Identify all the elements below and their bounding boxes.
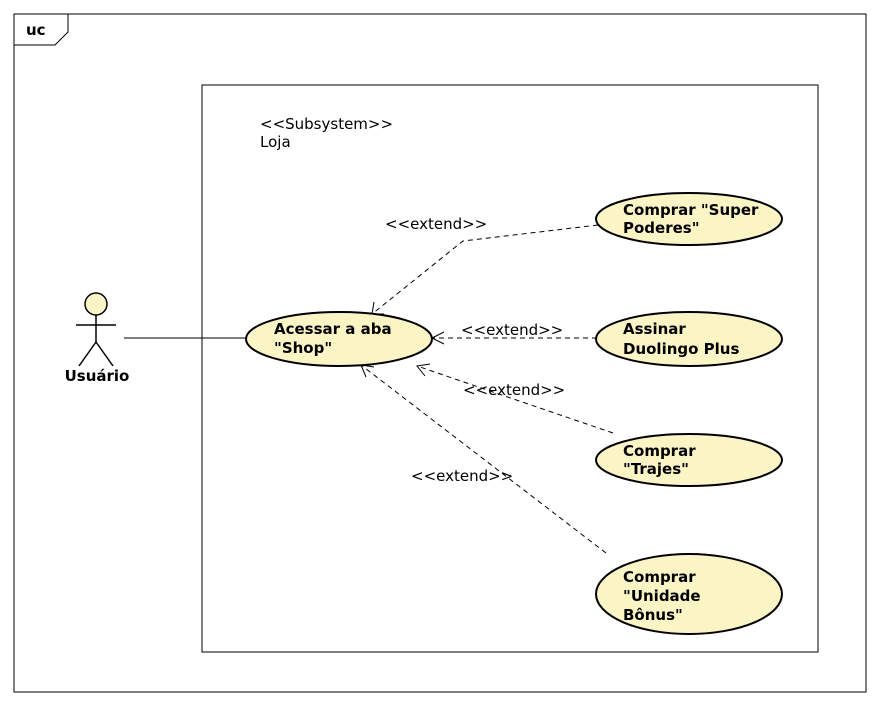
- use-case-ellipse: [595, 311, 783, 367]
- use-case-ellipse: [595, 192, 783, 246]
- extend-line-bonus: [360, 364, 607, 554]
- use-case-label: "Trajes": [623, 460, 689, 478]
- extend-label-3: <<extend>>: [463, 381, 565, 399]
- extend-relation-super: <<extend>>: [371, 215, 599, 315]
- use-case-ellipse: [595, 553, 783, 635]
- extend-arrowhead-super: [371, 301, 384, 315]
- subsystem-boundary: [201, 84, 819, 653]
- actor-right-leg: [95, 341, 114, 367]
- extend-label-2: <<extend>>: [461, 321, 563, 339]
- use-case-label: Comprar: [623, 442, 696, 460]
- use-case-comprar-unidade-bonus: Comprar "Unidade Bônus": [595, 553, 783, 635]
- actor-head: [84, 292, 108, 316]
- uc-frame-label: uc: [26, 21, 46, 39]
- extend-line-super: [371, 224, 599, 315]
- use-case-label: Poderes": [623, 219, 700, 237]
- use-case-comprar-trajes: Comprar "Trajes": [595, 433, 783, 487]
- actor-name: Usuário: [65, 367, 130, 385]
- actor-usuario: Usuário: [65, 292, 130, 385]
- actor-left-leg: [78, 341, 97, 367]
- use-case-label: "Unidade: [623, 587, 701, 605]
- extend-label-4: <<extend>>: [411, 467, 513, 485]
- use-case-ellipse: [245, 311, 433, 367]
- uc-frame-tab: [14, 14, 69, 46]
- extend-line-trajes: [416, 365, 614, 434]
- use-case-label: Comprar "Super: [623, 201, 759, 219]
- use-case-label: Assinar: [623, 320, 686, 338]
- use-case-comprar-super-poderes: Comprar "Super Poderes": [595, 192, 783, 246]
- extend-label-1: <<extend>>: [385, 215, 487, 233]
- use-case-label: Acessar a aba: [274, 320, 392, 338]
- use-case-label: "Shop": [274, 339, 332, 357]
- use-case-label: Duolingo Plus: [623, 340, 739, 358]
- extend-relation-trajes: <<extend>>: [416, 363, 614, 434]
- use-case-label: Comprar: [623, 568, 696, 586]
- use-case-assinar-duolingo-plus: Assinar Duolingo Plus: [595, 311, 783, 367]
- subsystem-name: Loja: [260, 133, 291, 151]
- use-case-ellipse: [595, 433, 783, 487]
- subsystem-stereotype: <<Subsystem>>: [260, 115, 393, 133]
- extend-relation-plus: <<extend>>: [430, 321, 597, 345]
- uc-frame: [13, 13, 867, 693]
- extend-arrowhead-trajes: [416, 363, 431, 377]
- use-case-label: Bônus": [623, 606, 683, 624]
- use-case-acessar-shop: Acessar a aba "Shop": [245, 311, 433, 367]
